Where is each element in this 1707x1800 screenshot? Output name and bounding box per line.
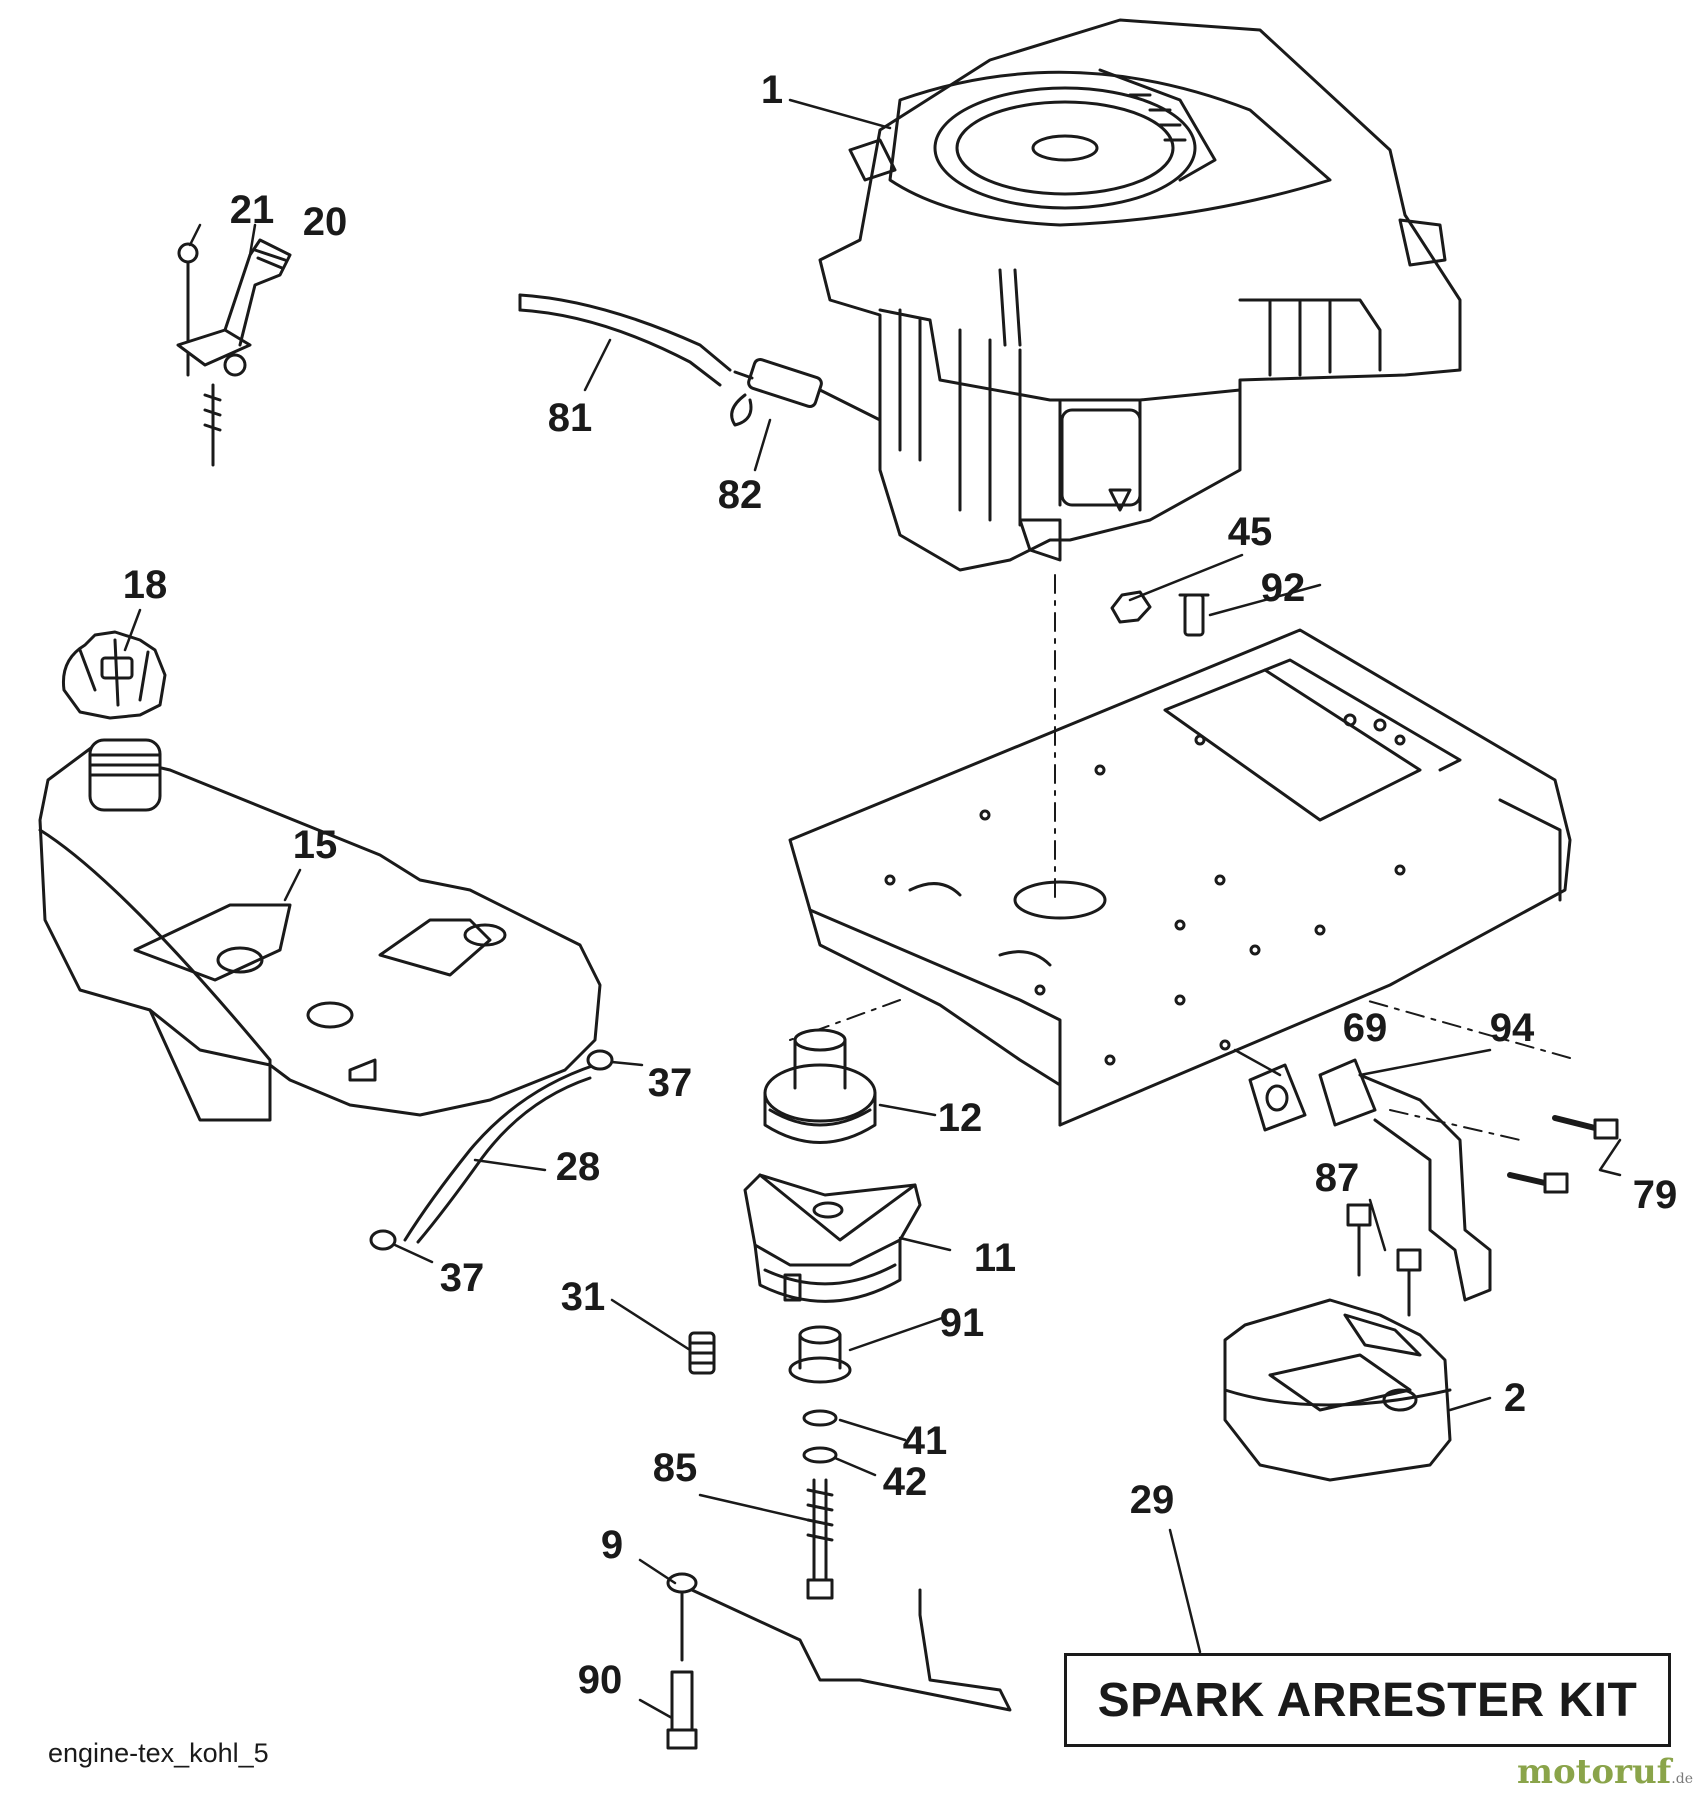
throttle-control <box>176 238 292 467</box>
callout-37-lower: 37 <box>439 1256 485 1300</box>
chassis-plate <box>788 628 1572 1127</box>
callout-42: 42 <box>882 1460 928 1504</box>
diagram-filename: engine-tex_kohl_5 <box>48 1738 269 1768</box>
callout-92: 92 <box>1260 566 1306 610</box>
callout-94: 94 <box>1489 1006 1535 1050</box>
callout-21: 21 <box>229 188 275 232</box>
fuel-hose <box>369 1049 614 1251</box>
clutch-mount-hardware <box>788 1325 852 1600</box>
callout-11: 11 <box>973 1236 1017 1280</box>
watermark-logo: motoruf.de <box>1517 1752 1693 1792</box>
fuel-tank <box>38 738 602 1122</box>
callout-87: 87 <box>1314 1156 1360 1200</box>
callout-28: 28 <box>555 1145 601 1189</box>
callout-85: 85 <box>652 1446 698 1490</box>
callout-2: 2 <box>1503 1376 1527 1420</box>
watermark-suffix: .de <box>1671 1771 1693 1787</box>
exhaust-bolts <box>1507 1115 1619 1194</box>
callout-79: 79 <box>1632 1173 1678 1217</box>
assembly-centerlines <box>789 574 1571 1141</box>
callout-91: 91 <box>939 1301 985 1345</box>
exhaust-pipe <box>1248 1058 1492 1302</box>
callout-1: 1 <box>760 68 784 112</box>
engine-mount-hardware <box>1110 590 1210 637</box>
callout-15: 15 <box>292 823 338 867</box>
callout-37-upper: 37 <box>647 1061 693 1105</box>
callout-45: 45 <box>1227 510 1273 554</box>
engine <box>818 18 1462 572</box>
callout-41: 41 <box>902 1419 948 1463</box>
muffler-bolts <box>1346 1203 1422 1317</box>
callout-18: 18 <box>122 563 168 607</box>
callout-12: 12 <box>937 1096 983 1140</box>
watermark-text: motoruf <box>1517 1752 1672 1792</box>
spark-arrester-kit-box: SPARK ARRESTER KIT <box>1064 1653 1671 1747</box>
spark-arrester-kit-label: SPARK ARRESTER KIT <box>1097 1673 1638 1727</box>
pulley <box>763 1028 877 1144</box>
callout-20: 20 <box>302 200 348 244</box>
leader-lines <box>123 98 1622 1720</box>
clutch-rod <box>666 1572 1012 1750</box>
electric-clutch <box>743 1173 922 1303</box>
callout-81: 81 <box>547 396 593 440</box>
callout-82: 82 <box>717 473 763 517</box>
callout-29: 29 <box>1129 1478 1175 1522</box>
callout-31: 31 <box>560 1275 606 1319</box>
callout-90: 90 <box>577 1658 623 1702</box>
muffler <box>1223 1298 1452 1482</box>
set-screw <box>688 1331 716 1375</box>
fuel-line-and-filter <box>518 293 882 427</box>
callout-69: 69 <box>1342 1006 1388 1050</box>
callout-9: 9 <box>600 1523 624 1567</box>
fuel-cap <box>61 630 167 720</box>
